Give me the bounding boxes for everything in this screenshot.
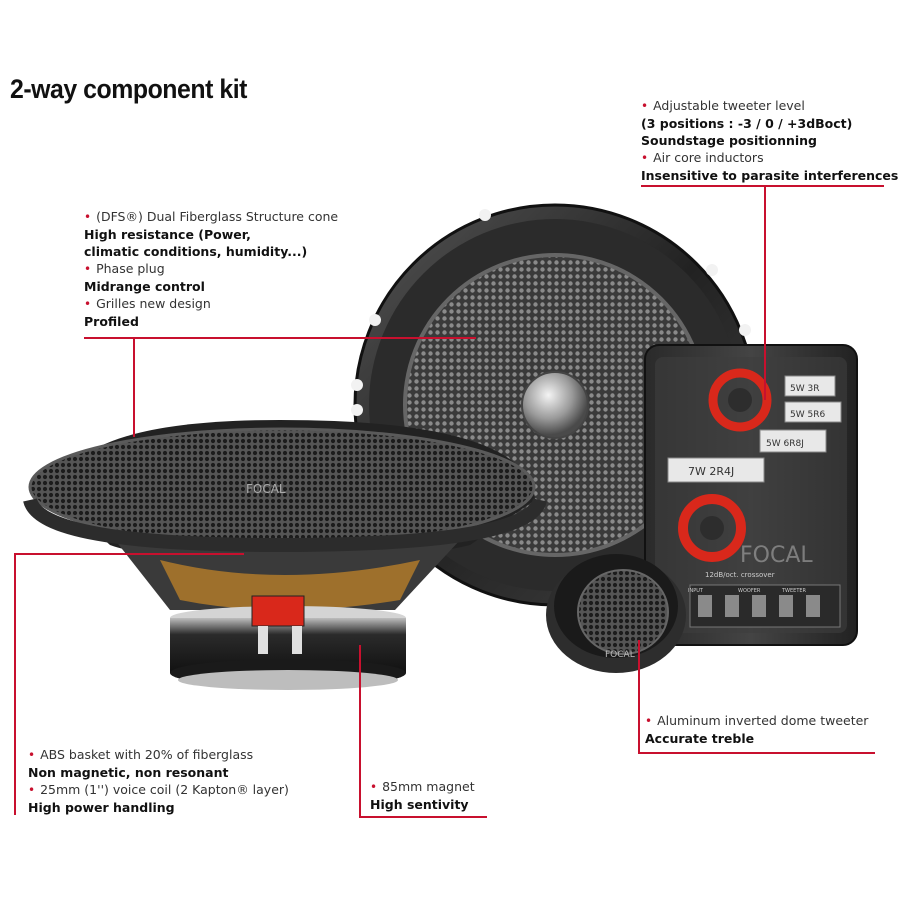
resistor-label-3: 5W 6R8J bbox=[766, 439, 804, 449]
basket-line-1: ABS basket with 20% of fiberglass bbox=[28, 746, 289, 764]
basket-line-2: Non magnetic, non resonant bbox=[28, 765, 229, 780]
callout-crossover: Adjustable tweeter level (3 positions : … bbox=[641, 97, 898, 184]
callout-cone: (DFS®) Dual Fiberglass Structure cone Hi… bbox=[84, 208, 338, 330]
magnet-line-2: High sentivity bbox=[370, 797, 469, 812]
terminal-input-label: INPUT bbox=[688, 588, 704, 594]
cone-line-5: Midrange control bbox=[84, 279, 205, 294]
tweeter-leader-v bbox=[638, 640, 640, 753]
cone-line-2: High resistance (Power, bbox=[84, 227, 251, 242]
page-title: 2-way component kit bbox=[10, 74, 247, 104]
crossover-brand: FOCAL bbox=[740, 543, 813, 568]
crossover-leader-h bbox=[641, 185, 884, 187]
crossover-line-5: Insensitive to parasite interferences bbox=[641, 168, 899, 183]
basket-line-3: 25mm (1'') voice coil (2 Kapton® layer) bbox=[28, 781, 289, 799]
cone-line-1: (DFS®) Dual Fiberglass Structure cone bbox=[84, 208, 338, 226]
tweeter: FOCAL bbox=[546, 554, 686, 673]
magnet-line-1: 85mm magnet bbox=[370, 778, 475, 796]
resistor-label-1: 5W 3R bbox=[790, 384, 819, 394]
cone-line-4: Phase plug bbox=[84, 260, 338, 278]
cone-line-3: climatic conditions, humidity...) bbox=[84, 244, 308, 259]
tweeter-line-1: Aluminum inverted dome tweeter bbox=[645, 712, 868, 730]
basket-leader-h bbox=[14, 553, 244, 555]
terminal-tweeter-label: TWEETER bbox=[781, 588, 807, 594]
crossover-line-3: Soundstage positionning bbox=[641, 133, 818, 148]
resistor-label-2: 5W 5R6 bbox=[790, 410, 825, 420]
magnet-leader-h bbox=[359, 816, 487, 818]
cone-leader-v bbox=[133, 337, 135, 437]
basket-line-4: High power handling bbox=[28, 800, 175, 815]
crossover-box: 5W 3R 5W 5R6 5W 6R8J 7W 2R4J FOCAL 12dB/… bbox=[644, 344, 858, 646]
tweeter-brand: FOCAL bbox=[605, 650, 635, 660]
crossover-line-1: Adjustable tweeter level bbox=[641, 97, 898, 115]
crossover-spec: 12dB/oct. crossover bbox=[705, 571, 775, 579]
callout-basket: ABS basket with 20% of fiberglass Non ma… bbox=[28, 746, 289, 816]
cone-leader-h bbox=[84, 337, 476, 339]
crossover-line-2: (3 positions : -3 / 0 / +3dBoct) bbox=[641, 116, 853, 131]
terminal-woofer-label: WOOFER bbox=[738, 588, 761, 594]
magnet-leader-v bbox=[359, 645, 361, 817]
basket-leader-v bbox=[14, 553, 16, 815]
callout-magnet: 85mm magnet High sentivity bbox=[370, 778, 475, 813]
grille-brand: FOCAL bbox=[246, 482, 286, 496]
cone-line-7: Profiled bbox=[84, 314, 139, 329]
tweeter-line-2: Accurate treble bbox=[645, 731, 755, 746]
crossover-line-4: Air core inductors bbox=[641, 149, 898, 167]
resistor-label-4: 7W 2R4J bbox=[688, 465, 734, 478]
crossover-leader-v bbox=[764, 185, 766, 400]
woofer-side-view: FOCAL bbox=[23, 420, 547, 690]
callout-tweeter: Aluminum inverted dome tweeter Accurate … bbox=[645, 712, 868, 747]
tweeter-leader-h bbox=[638, 752, 875, 754]
cone-line-6: Grilles new design bbox=[84, 295, 338, 313]
